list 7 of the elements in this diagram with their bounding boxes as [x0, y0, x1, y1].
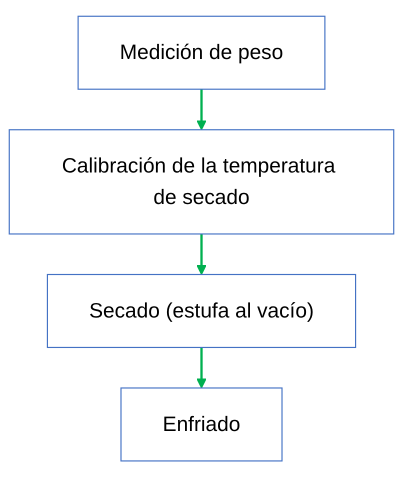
arrow	[196, 347, 207, 388]
node-box: Enfriado	[120, 387, 283, 462]
arrow	[196, 89, 207, 130]
node-box: Secado (estufa al vacío)	[46, 274, 356, 348]
node-box: Calibración de la temperatura de secado	[8, 129, 394, 234]
arrow	[196, 234, 207, 275]
node-box: Medición de peso	[78, 16, 326, 90]
